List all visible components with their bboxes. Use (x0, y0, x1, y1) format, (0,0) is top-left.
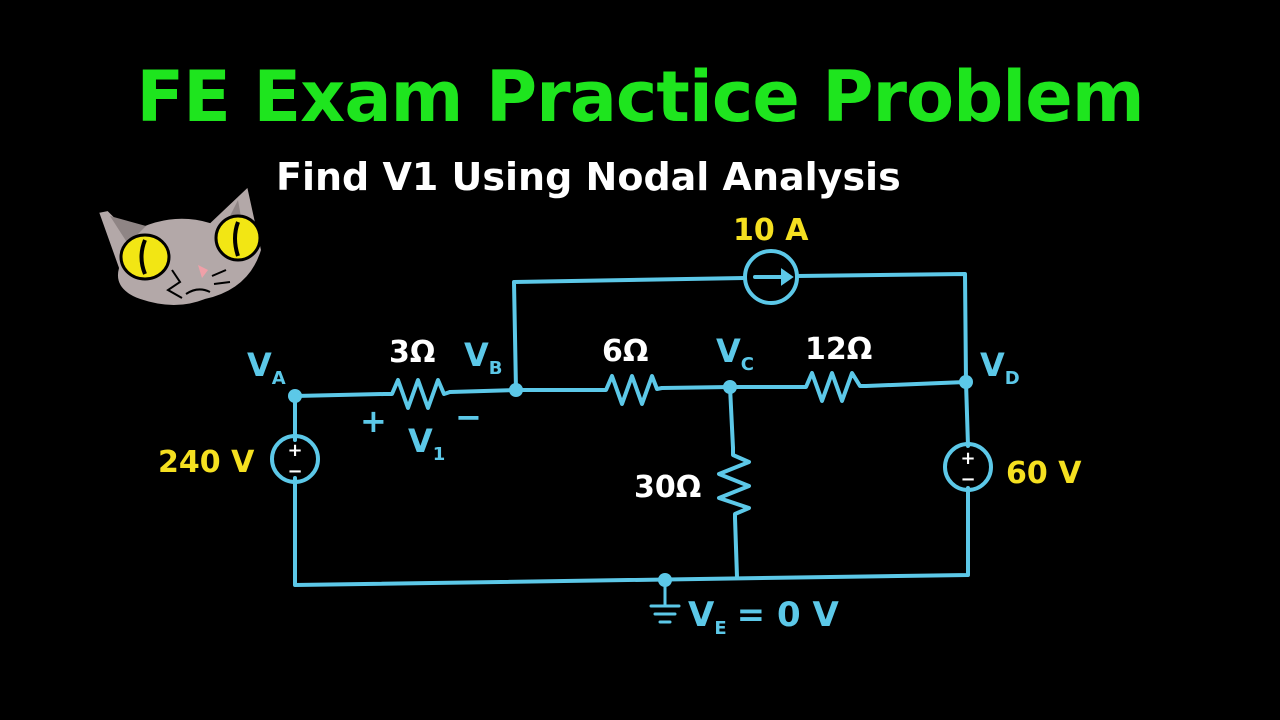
current-source-label: 10 A (733, 213, 809, 248)
wire-vd-left (864, 380, 968, 388)
wire-top-right (795, 272, 968, 384)
page-subtitle: Find V1 Using Nodal Analysis (276, 155, 901, 199)
current-source-top (743, 249, 799, 305)
resistor-3-ohm (382, 378, 452, 410)
right-source-plus: + (960, 448, 975, 469)
node-dot-va (288, 389, 302, 403)
node-label-vc: VC (716, 332, 754, 375)
wire-top-branch (512, 276, 747, 392)
node-label-ve: VE= 0 V (688, 595, 839, 639)
node-dot-vb (509, 383, 523, 397)
node-dot-vc (723, 380, 737, 394)
node-dots (288, 375, 973, 587)
voltage-source-right (943, 442, 993, 492)
node-label-vd: VD (980, 346, 1020, 389)
right-source-minus: − (960, 469, 975, 490)
voltage-source-right-label: 60 V (1006, 456, 1082, 491)
resistor-6-ohm-label: 6Ω (602, 334, 648, 369)
resistor-30-ohm (717, 446, 751, 520)
cat-face-icon (96, 184, 264, 307)
resistor-3-ohm-label: 3Ω (389, 335, 435, 370)
wire-vb-left (448, 388, 518, 394)
wire-vc-down (728, 385, 735, 450)
resistor-12-ohm-label: 12Ω (805, 332, 872, 367)
resistor-30-ohm-label: 30Ω (634, 470, 701, 505)
v1-minus-sign: − (455, 398, 482, 436)
left-source-plus: + (287, 440, 302, 461)
node-label-va: VA (247, 346, 286, 389)
node-label-vb: VB (464, 336, 503, 379)
v1-plus-sign: + (360, 402, 387, 440)
voltage-source-left-label: 240 V (158, 445, 255, 480)
resistor-6-ohm (598, 374, 664, 406)
resistor-12-ohm (798, 371, 868, 403)
page-title: FE Exam Practice Problem (136, 56, 1144, 138)
voltage-source-left (270, 434, 320, 484)
ground-icon (649, 580, 681, 624)
wire-bottom (293, 476, 970, 587)
left-source-minus: − (287, 461, 302, 482)
wire-30-down (733, 516, 739, 579)
node-dot-vd (959, 375, 973, 389)
v1-label: V1 (408, 422, 445, 465)
node-dot-ve (658, 573, 672, 587)
wire-vd-down (964, 380, 970, 448)
